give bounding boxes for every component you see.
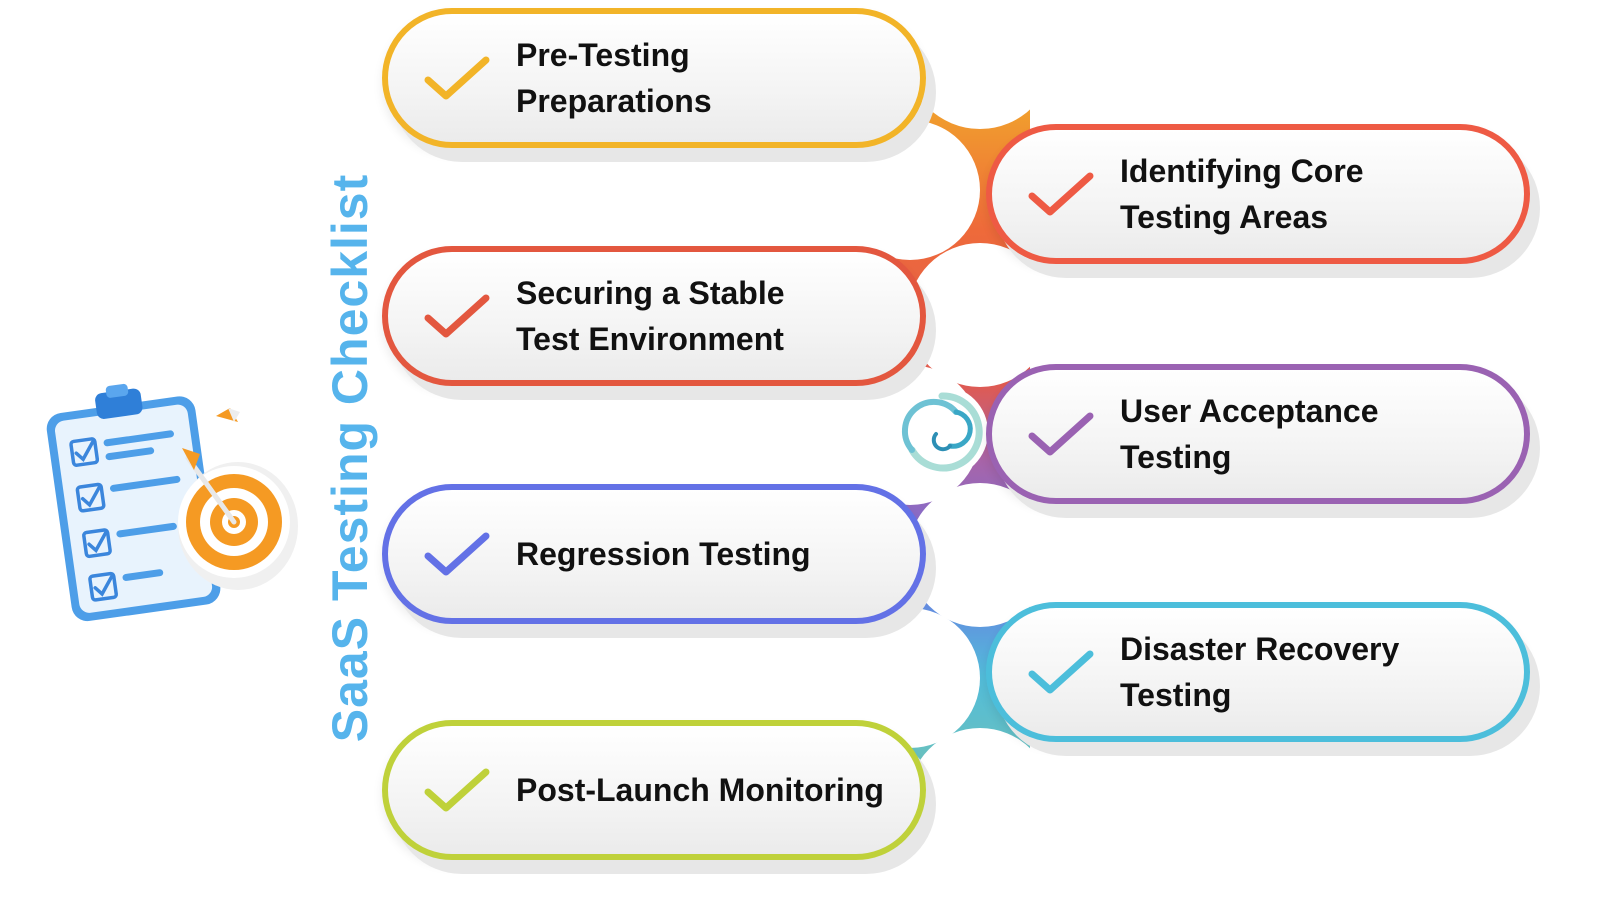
- step-label: Securing a Stable Test Environment: [516, 275, 785, 357]
- swirl-icon: [896, 386, 988, 478]
- step-identifying-core: Identifying Core Testing Areas: [986, 124, 1530, 264]
- checkmark-icon: [424, 532, 490, 576]
- step-stable-environment: Securing a Stable Test Environment: [382, 246, 926, 386]
- checkmark-icon: [1028, 412, 1094, 456]
- step-regression: Regression Testing: [382, 484, 926, 624]
- target-icon: [178, 408, 298, 590]
- step-label: Pre-Testing Preparations: [516, 37, 712, 119]
- step-post-launch: Post-Launch Monitoring: [382, 720, 926, 860]
- page-title: SaaS Testing Checklist: [322, 173, 378, 743]
- step-label: Identifying Core Testing Areas: [1120, 153, 1364, 235]
- step-disaster-recovery: Disaster Recovery Testing: [986, 602, 1530, 742]
- clipboard-target-icon: [46, 383, 298, 622]
- checkmark-icon: [1028, 172, 1094, 216]
- checkmark-icon: [1028, 650, 1094, 694]
- step-label: User Acceptance Testing: [1120, 393, 1379, 475]
- checkmark-icon: [424, 56, 490, 100]
- checkmark-icon: [424, 294, 490, 338]
- checkmark-icon: [424, 768, 490, 812]
- step-pre-testing: Pre-Testing Preparations: [382, 8, 926, 148]
- step-user-acceptance: User Acceptance Testing: [986, 364, 1530, 504]
- step-label: Disaster Recovery Testing: [1120, 631, 1400, 713]
- step-label: Regression Testing: [516, 536, 811, 572]
- step-label: Post-Launch Monitoring: [516, 772, 884, 808]
